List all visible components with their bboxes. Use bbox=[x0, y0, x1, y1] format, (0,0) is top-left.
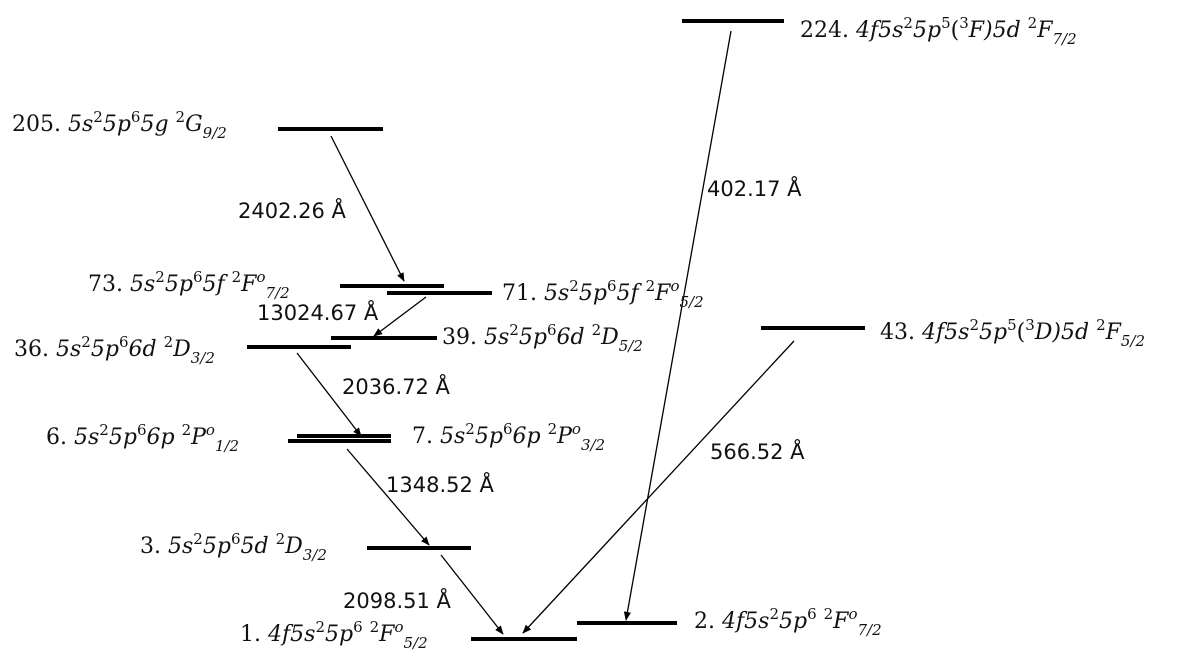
level-index: 39. bbox=[442, 325, 477, 350]
transition-arrow-l6-to-l3 bbox=[346, 448, 430, 546]
level-label-l36: 36. 5s25p66d 2D3/2 bbox=[14, 333, 215, 367]
level-label-l43: 43. 4f5s25p5(3D)5d 2F5/2 bbox=[880, 316, 1145, 350]
level-label-l6: 6. 5s25p66p 2Po1/2 bbox=[46, 421, 239, 455]
wavelength-label: 2402.26 Å bbox=[238, 197, 347, 223]
level-index: 73. bbox=[88, 272, 123, 297]
transition-arrow-l3-to-l1 bbox=[440, 554, 504, 635]
wavelength-label: 402.17 Å bbox=[707, 175, 802, 201]
wavelength-labels: 2402.26 Å 13024.67 Å 2036.72 Å 1348.52 Å 209… bbox=[238, 175, 805, 613]
level-index: 224. bbox=[800, 18, 849, 43]
level-label-l73: 73. 5s25p65f 2Fo7/2 bbox=[88, 268, 290, 302]
level-index: 36. bbox=[14, 337, 49, 362]
transition-arrow-l205-to-l73 bbox=[330, 135, 405, 282]
transition-arrow-l71-to-l39 bbox=[373, 296, 427, 337]
level-index: 1. bbox=[240, 622, 261, 647]
transitions bbox=[296, 30, 795, 635]
level-index: 6. bbox=[46, 425, 67, 450]
level-label-l2: 2. 4f5s25p6 2Fo7/2 bbox=[694, 605, 882, 639]
level-index: 2. bbox=[694, 609, 715, 634]
transition-arrow-l36-to-l7 bbox=[296, 352, 362, 437]
wavelength-label: 13024.67 Å bbox=[257, 299, 379, 325]
energy-levels bbox=[247, 19, 865, 641]
transition-arrow-l224-to-l2 bbox=[623, 30, 732, 621]
wavelength-label: 2036.72 Å bbox=[342, 373, 451, 399]
level-labels: 224. 4f5s25p5(3F)5d 2F7/2 205. 5s25p65g 2… bbox=[12, 14, 1145, 652]
wavelength-label: 1348.52 Å bbox=[386, 471, 495, 497]
wavelength-label: 2098.51 Å bbox=[343, 587, 452, 613]
wavelength-label: 566.52 Å bbox=[710, 438, 805, 464]
level-label-l205: 205. 5s25p65g 2G9/2 bbox=[12, 108, 227, 142]
level-index: 71. bbox=[502, 281, 537, 306]
level-index: 205. bbox=[12, 112, 61, 137]
level-index: 7. bbox=[412, 424, 433, 449]
level-label-l71: 71. 5s25p65f 2Fo5/2 bbox=[502, 277, 704, 311]
level-label-l3: 3. 5s25p65d 2D3/2 bbox=[140, 530, 327, 564]
level-index: 3. bbox=[140, 534, 161, 559]
level-label-l39: 39. 5s25p66d 2D5/2 bbox=[442, 321, 643, 355]
transition-arrow-l43-to-l1 bbox=[522, 340, 795, 634]
level-label-l224: 224. 4f5s25p5(3F)5d 2F7/2 bbox=[800, 14, 1077, 48]
level-label-l7: 7. 5s25p66p 2Po3/2 bbox=[412, 420, 605, 454]
level-index: 43. bbox=[880, 320, 915, 345]
level-label-l1: 1. 4f5s25p6 2Fo5/2 bbox=[240, 618, 428, 652]
